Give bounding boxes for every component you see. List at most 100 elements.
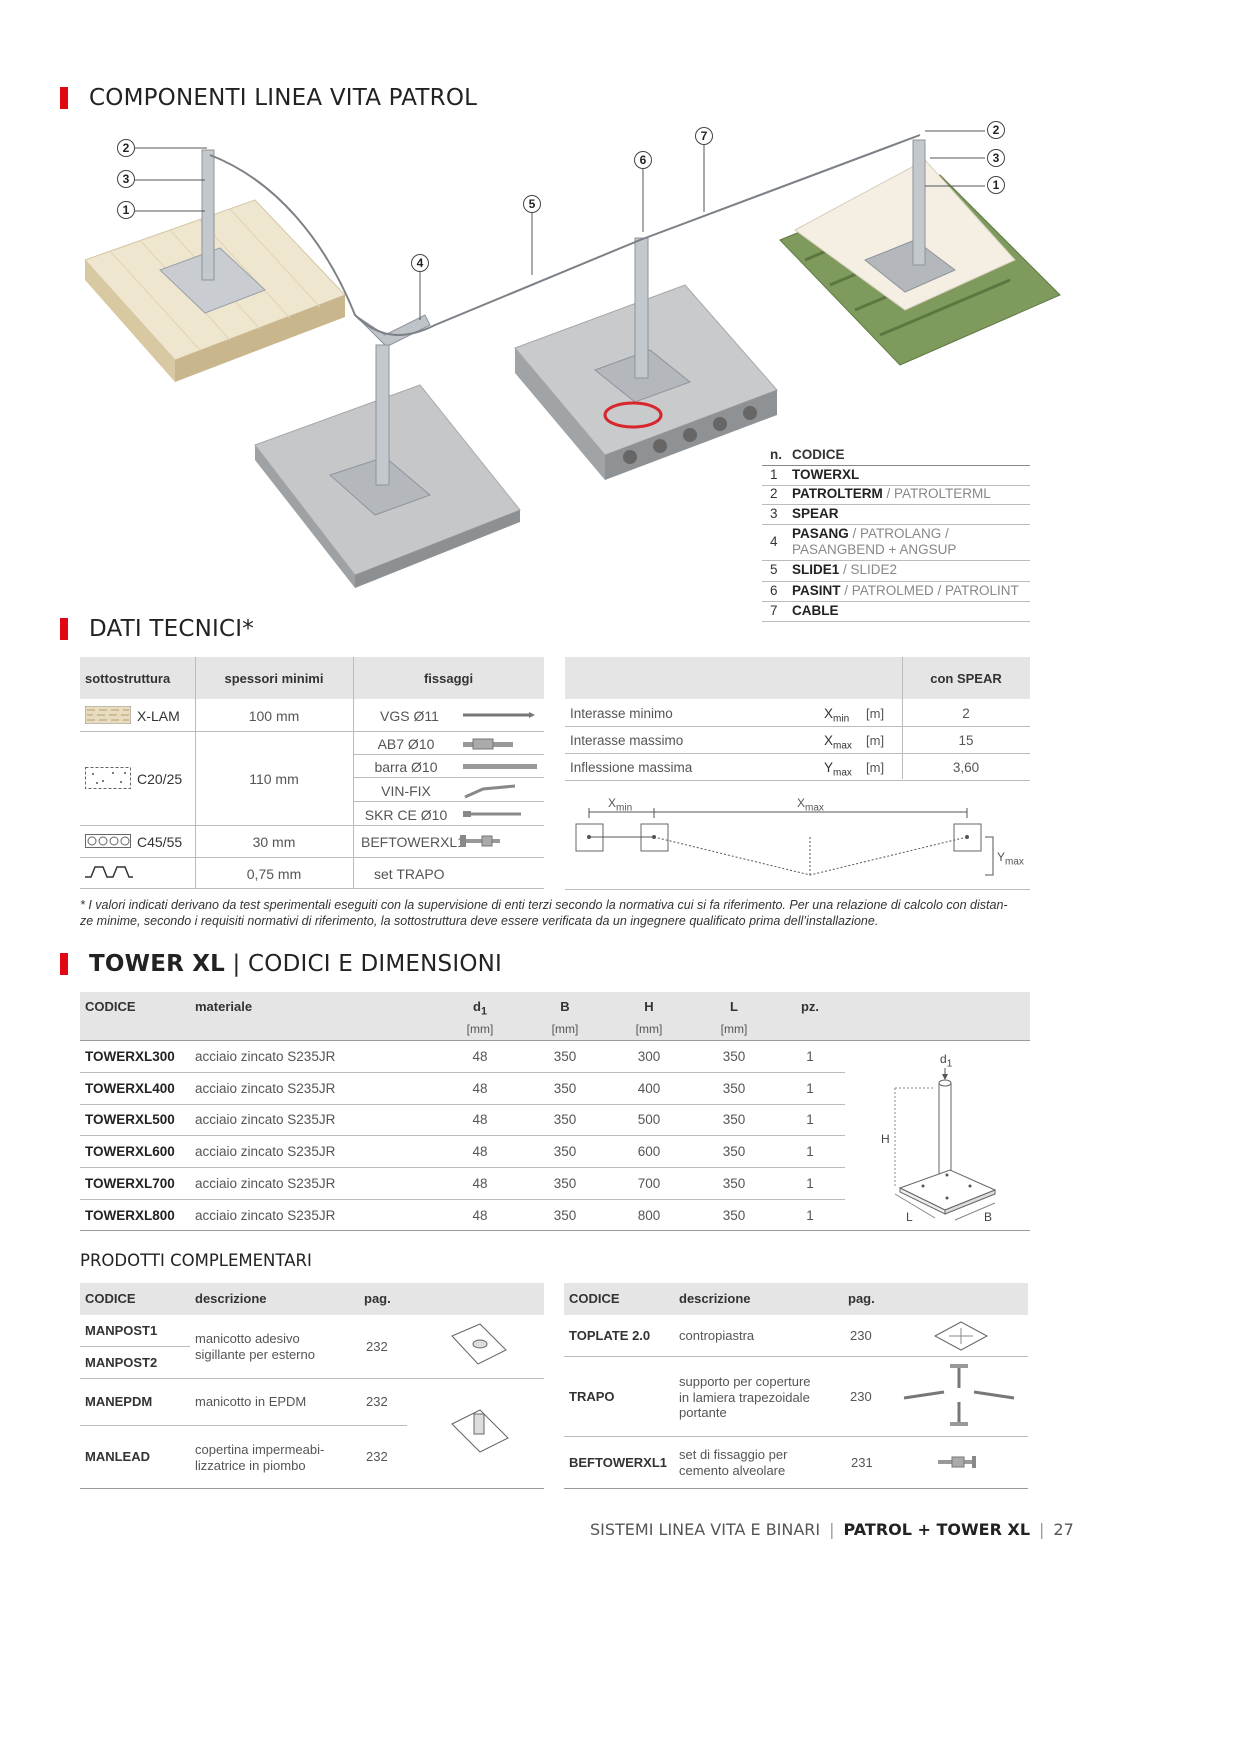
cell-pz: 1	[806, 1144, 814, 1160]
cell-d1: 48	[472, 1112, 488, 1128]
cell-b: 350	[553, 1080, 577, 1096]
cell-code: TOWERXL700	[85, 1175, 175, 1191]
component-num: 4	[770, 534, 778, 549]
component-code: PASINT / PATROLMED / PATROLINT	[792, 583, 1019, 598]
cell-l: 350	[722, 1080, 746, 1096]
callout-circle: 1	[117, 201, 135, 219]
beft-page: 231	[851, 1455, 873, 1470]
cell-h: 600	[637, 1144, 661, 1160]
c4555-thickness: 30 mm	[252, 834, 296, 850]
trapo-code: TRAPO	[569, 1389, 615, 1404]
cr-header-page: pag.	[848, 1291, 875, 1306]
trapo-fix: set TRAPO	[374, 866, 445, 882]
screw-icon	[463, 712, 535, 718]
vinfix-icon	[464, 784, 516, 799]
page-number: 27	[1053, 1520, 1074, 1539]
xlam-fix: VGS Ø11	[380, 708, 439, 724]
cell-d1: 48	[472, 1049, 488, 1064]
spacing-unit: [m]	[866, 733, 885, 748]
cell-pz: 1	[806, 1112, 814, 1128]
deflection-diagram	[575, 808, 994, 876]
component-num: 2	[770, 486, 778, 501]
component-code: PATROLTERM / PATROLTERML	[792, 486, 991, 501]
spacing-value: 2	[962, 706, 970, 721]
cable	[209, 134, 921, 336]
xlam-label: X-LAM	[137, 708, 180, 724]
component-code: CABLE	[792, 603, 839, 618]
header-pz: pz.	[800, 999, 820, 1014]
callout-circle: 4	[411, 254, 429, 272]
ymax-label: Ymax	[997, 850, 1024, 868]
cell-material: acciaio zincato S235JR	[195, 1175, 336, 1191]
fix-barra: barra Ø10	[374, 759, 438, 775]
xlam-thickness: 100 mm	[248, 708, 300, 724]
manpost1-code: MANPOST1	[85, 1323, 158, 1338]
cell-pz: 1	[806, 1207, 814, 1223]
trapezoidal-icon	[85, 866, 133, 878]
callout-circle: 7	[695, 127, 713, 145]
spacing-unit: [m]	[866, 706, 885, 721]
spacing-symbol: Ymax	[824, 760, 852, 779]
component-num: 1	[770, 467, 778, 482]
header-d1: d1	[473, 999, 487, 1018]
cell-b: 350	[553, 1049, 577, 1064]
unit-b: [mm]	[551, 1022, 579, 1036]
header-fixings: fissaggi	[423, 671, 474, 686]
cell-d1: 48	[472, 1175, 488, 1191]
cell-material: acciaio zincato S235JR	[195, 1207, 336, 1223]
col-n: n.	[770, 447, 782, 462]
cell-pz: 1	[806, 1049, 814, 1064]
section-title-tech-data: DATI TECNICI*	[60, 616, 254, 642]
cell-h: 500	[637, 1112, 661, 1128]
cell-h: 400	[637, 1080, 661, 1096]
xmax-label: Xmax	[797, 796, 824, 814]
component-code: TOWERXL	[792, 467, 860, 482]
callout-circle: 1	[987, 176, 1005, 194]
cell-b: 350	[553, 1207, 577, 1223]
toplate-icon	[933, 1321, 989, 1351]
c4555-fix: BEFTOWERXL1	[361, 834, 465, 850]
component-num: 6	[770, 583, 778, 598]
accent-bar	[60, 953, 68, 975]
manepdm-page: 232	[366, 1394, 388, 1409]
header-min-thickness: spessori minimi	[224, 671, 324, 686]
cl-header-desc: descrizione	[195, 1291, 267, 1306]
cell-h: 800	[637, 1207, 661, 1223]
toplate-desc: contropiastra	[679, 1328, 755, 1343]
manpost2-code: MANPOST2	[85, 1355, 158, 1370]
header-material: materiale	[195, 999, 253, 1014]
cell-l: 350	[722, 1207, 746, 1223]
toplate-page: 230	[850, 1328, 872, 1343]
beft-icon	[938, 1456, 976, 1468]
manlead-code: MANLEAD	[85, 1449, 150, 1464]
cell-material: acciaio zincato S235JR	[195, 1080, 336, 1096]
cell-pz: 1	[806, 1175, 814, 1191]
spacing-unit: [m]	[866, 760, 885, 775]
lifeline-illustration	[85, 130, 1061, 588]
spacing-value: 15	[958, 733, 974, 748]
drawing-l: L	[906, 1210, 913, 1224]
header-b: B	[560, 999, 570, 1014]
drawing-b: B	[984, 1210, 993, 1224]
beftowerxl1-icon	[460, 835, 500, 847]
callout-circle: 3	[987, 149, 1005, 167]
footnote: * I valori indicati derivano da test spe…	[80, 898, 1008, 928]
trapo-icon	[903, 1364, 1015, 1426]
callout-circle: 3	[117, 170, 135, 188]
cl-header-code: CODICE	[85, 1291, 136, 1306]
manpost-icon	[451, 1323, 507, 1365]
tower-dimension-drawing	[894, 1068, 997, 1221]
cell-b: 350	[553, 1112, 577, 1128]
rod-icon	[463, 764, 537, 769]
unit-h: [mm]	[635, 1022, 663, 1036]
spacing-value: 3,60	[952, 760, 980, 775]
cell-code: TOWERXL500	[85, 1112, 175, 1128]
trapo-page: 230	[850, 1389, 872, 1404]
skr-icon	[463, 811, 521, 817]
cell-h: 700	[637, 1175, 661, 1191]
cell-material: acciaio zincato S235JR	[195, 1049, 336, 1064]
accent-bar	[60, 87, 68, 109]
manpost-page: 232	[366, 1339, 388, 1354]
